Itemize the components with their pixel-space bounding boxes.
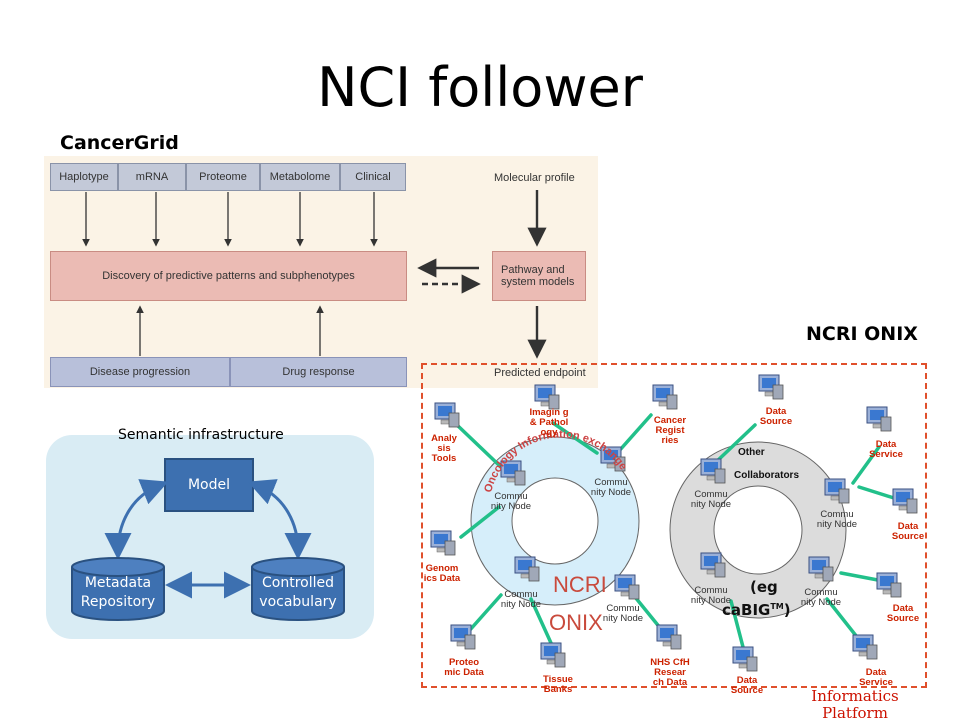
onix-frame — [421, 363, 927, 688]
cancer-registries-label: Cancer Regist ries — [653, 415, 687, 446]
computer-icon — [866, 406, 892, 432]
controlled-line-1: Controlled — [262, 575, 334, 591]
cabig-close: ) — [783, 601, 791, 619]
metabolome-box: Metabolome — [260, 163, 340, 191]
tissue-banks-label: Tissue Banks — [543, 674, 573, 695]
community-node-label: Commu nity Node — [500, 589, 542, 610]
analysis-tools-label: Analy sis Tools — [431, 433, 457, 464]
nhs-research-data-label: NHS CfH Resear ch Data — [650, 657, 690, 688]
community-node-label: Commu nity Node — [490, 491, 532, 512]
onix-big-label: ONIX — [549, 610, 603, 635]
metadata-line-1: Metadata — [84, 575, 152, 591]
model-box: Model — [164, 458, 254, 512]
data-source-right2-label: Data Source — [886, 603, 920, 624]
haplotype-box: Haplotype — [50, 163, 118, 191]
data-service-bottom-label: Data Service — [859, 667, 893, 688]
computer-icon — [656, 624, 682, 650]
controlled-line-2: vocabulary — [259, 594, 337, 610]
cancergrid-label: CancerGrid — [60, 132, 179, 154]
mrna-box: mRNA — [118, 163, 186, 191]
disease-progression-box: Disease progression — [50, 357, 230, 387]
computer-icon — [732, 646, 758, 672]
computer-icon — [430, 530, 456, 556]
community-node-label: Commu nity Node — [690, 489, 732, 510]
data-source-top-label: Data Source — [759, 406, 793, 427]
cancergrid-diagram: Haplotype mRNA Proteome Metabolome Clini… — [44, 156, 598, 388]
computer-icon — [434, 402, 460, 428]
imaging-pathology-label: Imagin g & Pathol ogy — [529, 407, 569, 438]
community-node-icon — [614, 574, 640, 600]
semantic-diagram — [71, 479, 345, 621]
ncri-big-label: NCRI — [553, 572, 607, 597]
pathway-box: Pathway and system models — [492, 251, 586, 301]
metadata-line-2: Repository — [80, 594, 156, 610]
proteomic-data-label: Proteo mic Data — [444, 657, 484, 678]
data-source-bottom-label: Data Source — [730, 675, 764, 696]
controlled-vocabulary-cylinder — [251, 557, 345, 621]
other-label: Other — [738, 447, 765, 458]
cabig-text: caBIG — [722, 601, 771, 619]
community-node-label: Commu nity Node — [690, 585, 732, 606]
proteome-box: Proteome — [186, 163, 260, 191]
collaborators-label: Collaborators — [734, 470, 800, 481]
controlled-vocabulary-label: Controlled vocabulary — [252, 574, 344, 612]
community-node-label: Commu nity Node — [816, 509, 858, 530]
computer-icon — [758, 374, 784, 400]
semantic-infrastructure-title: Semantic infrastructure — [118, 427, 284, 443]
metadata-repository-cylinder — [71, 557, 165, 621]
ncri-onix-label: NCRI ONIX — [806, 323, 918, 345]
cancergrid-arrows — [82, 190, 547, 359]
community-node-label: Commu nity Node — [800, 587, 842, 608]
computer-icon — [652, 384, 678, 410]
data-service-right-label: Data Service — [869, 439, 903, 460]
metadata-repository-label: Metadata Repository — [72, 574, 164, 612]
computer-icon — [450, 624, 476, 650]
discovery-box: Discovery of predictive patterns and sub… — [50, 251, 407, 301]
computer-icon — [892, 488, 918, 514]
molecular-profile-label: Molecular profile — [494, 172, 575, 184]
computer-icon — [540, 642, 566, 668]
data-source-right1-label: Data Source — [891, 521, 925, 542]
genomics-data-label: Genom ics Data — [423, 563, 461, 584]
community-node-label: Commu nity Node — [590, 477, 632, 498]
cabig-label: caBIGTM) — [722, 601, 791, 619]
computer-icon — [876, 572, 902, 598]
predicted-endpoint-label: Predicted endpoint — [494, 367, 586, 379]
informatics-platform-label: Informatics Platform — [811, 687, 899, 722]
clinical-box: Clinical — [340, 163, 406, 191]
computer-icon — [534, 384, 560, 410]
eg-label: (eg — [750, 578, 778, 596]
computer-icon — [852, 634, 878, 660]
drug-response-box: Drug response — [230, 357, 407, 387]
trademark-mark: TM — [770, 602, 784, 611]
onix-network: Oncology Information exchange — [430, 374, 918, 672]
slide-title: NCI follower — [317, 56, 643, 119]
community-node-label: Commu nity Node — [602, 603, 644, 624]
